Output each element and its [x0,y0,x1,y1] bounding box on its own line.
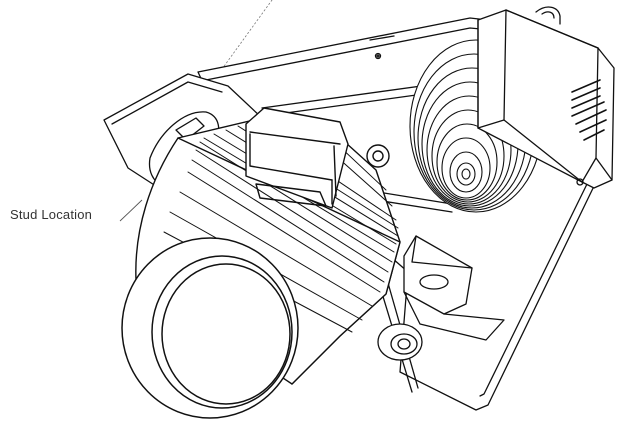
terminal-box [245,107,349,209]
gearbox-housing [477,9,615,189]
motor-end-cap [121,237,299,419]
stud-location-leader [119,199,143,222]
tensioner-bracket [403,235,505,341]
stud-location-label: Stud Location [10,207,93,222]
idler-pulley [377,323,423,361]
gearbox-label-plate [571,79,607,141]
